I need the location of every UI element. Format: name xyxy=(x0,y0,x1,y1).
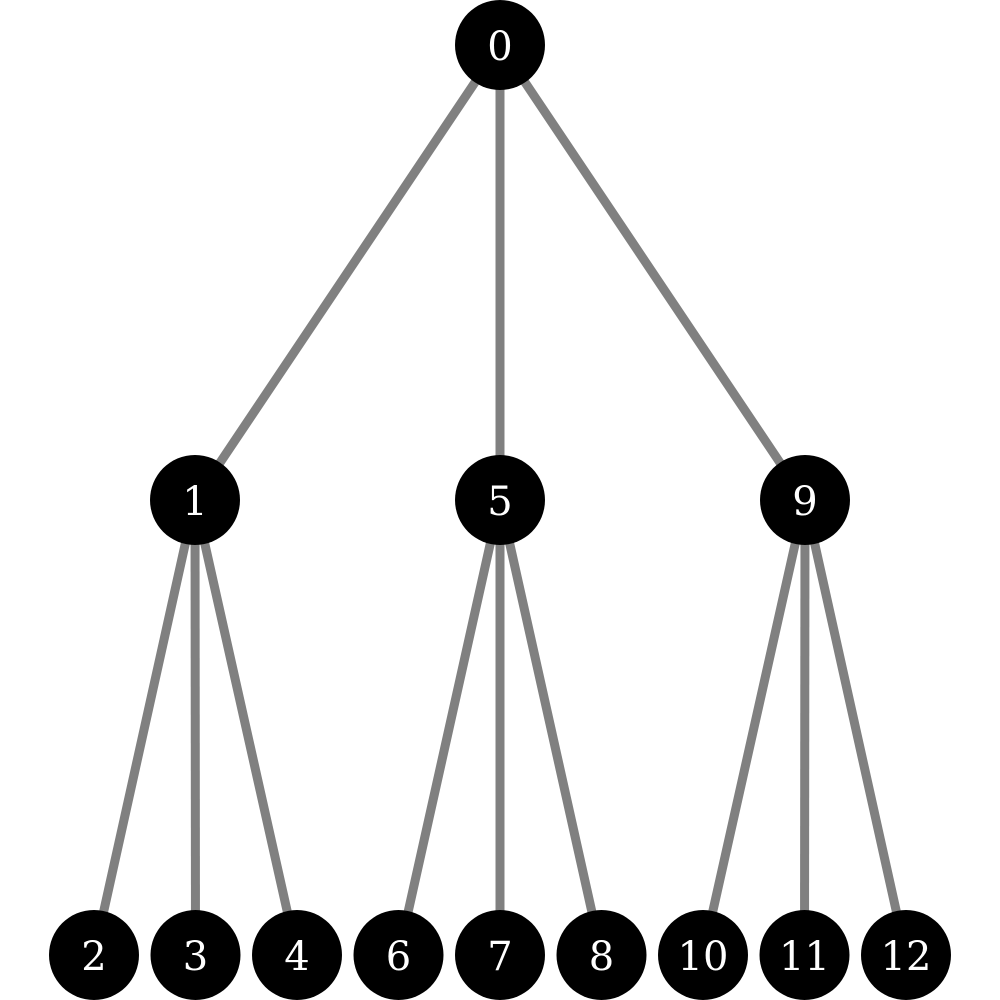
node-1: 1 xyxy=(150,455,240,545)
node-10: 10 xyxy=(658,910,748,1000)
node-label: 12 xyxy=(881,934,932,980)
node-3: 3 xyxy=(150,910,241,1000)
edge-9-10 xyxy=(698,499,810,956)
node-circle xyxy=(760,455,850,545)
node-12: 12 xyxy=(861,910,951,1000)
node-circle xyxy=(455,0,545,90)
edges-layer xyxy=(89,42,911,956)
node-label: 7 xyxy=(487,934,512,980)
node-5: 5 xyxy=(455,455,545,545)
node-circle xyxy=(252,910,342,1000)
edge-0-9 xyxy=(496,42,809,503)
node-label: 4 xyxy=(284,934,309,980)
node-circle xyxy=(150,910,241,1000)
node-9: 9 xyxy=(760,455,850,545)
node-circle xyxy=(556,910,647,1000)
node-circle xyxy=(353,910,444,1000)
edge-1-4 xyxy=(190,499,302,956)
node-circle xyxy=(49,910,139,1000)
node-circle xyxy=(150,455,240,545)
edge-1-2 xyxy=(89,499,200,956)
node-label: 9 xyxy=(792,479,817,525)
node-label: 2 xyxy=(81,934,106,980)
node-circle xyxy=(455,455,545,545)
node-0: 0 xyxy=(455,0,545,90)
node-label: 8 xyxy=(589,934,614,980)
node-circle xyxy=(658,910,748,1000)
node-4: 4 xyxy=(252,910,342,1000)
node-label: 11 xyxy=(779,934,830,980)
node-circle xyxy=(759,910,850,1000)
node-label: 3 xyxy=(183,934,208,980)
edge-5-8 xyxy=(495,499,606,956)
edge-9-11 xyxy=(800,499,810,956)
edge-0-1 xyxy=(191,42,504,503)
node-label: 0 xyxy=(487,24,512,70)
node-label: 5 xyxy=(487,479,512,525)
nodes-layer: 0 1 5 9 2 3 4 6 7 8 10 11 12 xyxy=(49,0,951,1000)
node-11: 11 xyxy=(759,910,850,1000)
node-8: 8 xyxy=(556,910,647,1000)
node-label: 10 xyxy=(678,934,729,980)
node-circle xyxy=(455,910,545,1000)
node-label: 1 xyxy=(182,479,207,525)
node-7: 7 xyxy=(455,910,545,1000)
edge-1-3 xyxy=(190,499,200,956)
node-6: 6 xyxy=(353,910,444,1000)
node-circle xyxy=(861,910,951,1000)
edge-5-6 xyxy=(394,499,505,956)
node-2: 2 xyxy=(49,910,139,1000)
node-label: 6 xyxy=(386,934,411,980)
edge-9-12 xyxy=(800,499,911,956)
